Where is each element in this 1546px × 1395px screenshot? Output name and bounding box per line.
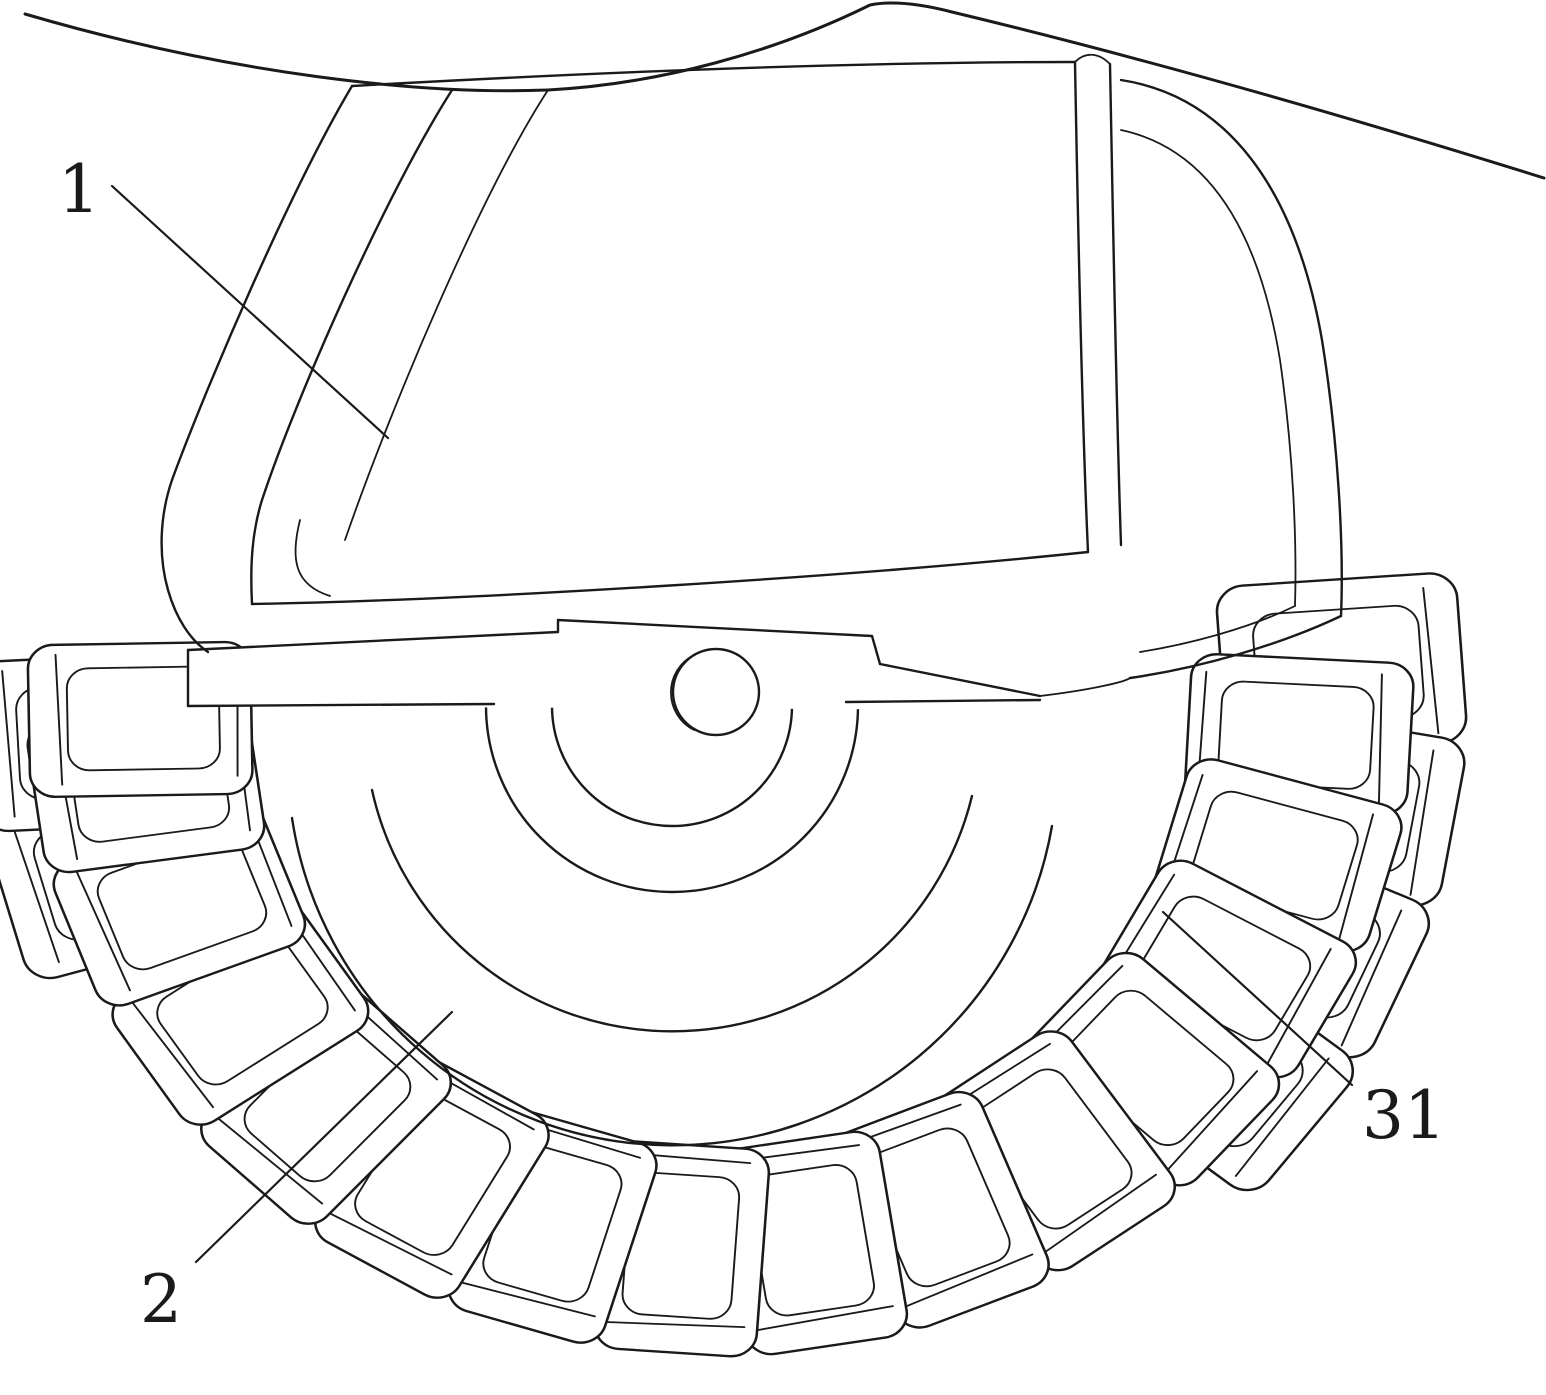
leader-line-1 <box>110 184 390 440</box>
hub-pin <box>670 647 761 737</box>
right-arm <box>1073 53 1123 554</box>
ref-label-31: 31 <box>1362 1077 1446 1154</box>
roller-row-main <box>23 640 1416 1360</box>
ref-label-2: 2 <box>140 1261 182 1338</box>
mount-plate <box>186 618 1131 710</box>
ref-label-1: 1 <box>58 151 100 228</box>
leader-lines <box>110 184 1354 1264</box>
right-flare <box>1119 78 1343 680</box>
body-silhouette <box>23 1 1546 180</box>
leader-line-2 <box>194 1010 454 1264</box>
main-panel <box>160 60 1090 654</box>
leader-line-31 <box>1161 910 1354 1087</box>
hub-arcs <box>290 704 1054 1147</box>
reference-labels: 1 2 31 <box>58 151 1446 1338</box>
bracket-body <box>23 1 1546 680</box>
